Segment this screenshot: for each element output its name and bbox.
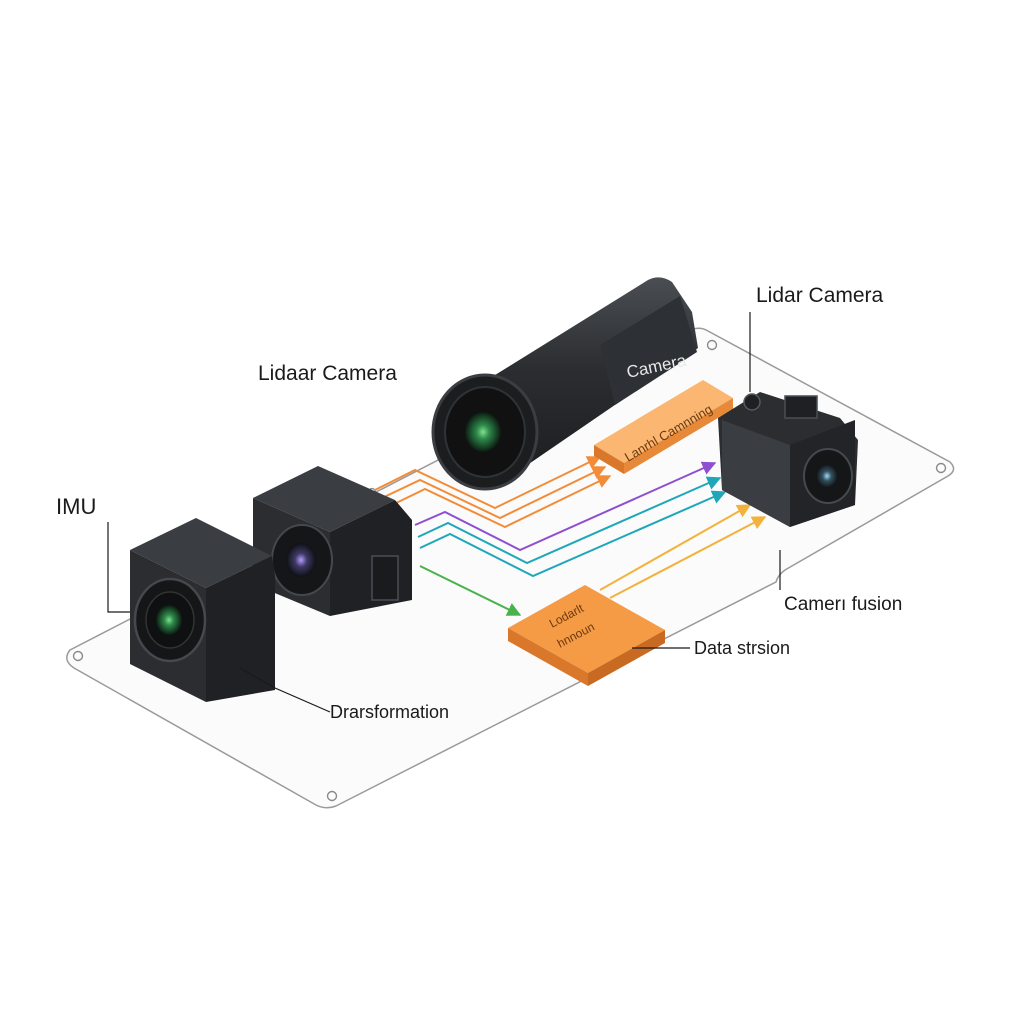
data-fusion-label: Data strsion xyxy=(694,638,790,658)
lens-icon xyxy=(816,464,838,488)
mounting-hole-icon xyxy=(935,462,947,474)
signal-line-teal-2 xyxy=(419,490,727,578)
lidar-camera-right-label: Lidar Camera xyxy=(756,284,884,307)
mounting-hole-icon xyxy=(72,650,84,662)
camera-fusion-label: Camerı fusion xyxy=(784,594,902,615)
processing-chip-bottom: Lodarlt hnnoun xyxy=(508,585,665,686)
signal-lines xyxy=(374,456,767,616)
imu-cube-camera xyxy=(130,518,275,702)
imu-label: IMU xyxy=(56,494,96,519)
right-camera xyxy=(718,392,858,527)
callout-lines xyxy=(107,312,781,713)
lens-icon xyxy=(465,412,501,452)
signal-line-orange-1 xyxy=(374,456,602,510)
mounting-hole-icon xyxy=(706,339,718,351)
cylinder-camera: Camera xyxy=(431,277,698,491)
signal-line-orange-3 xyxy=(389,475,612,529)
signal-line-orange-2 xyxy=(381,466,607,520)
signal-line-teal-1 xyxy=(417,476,722,565)
lens-icon xyxy=(286,543,316,577)
signal-line-green xyxy=(419,565,522,616)
signal-line-yellow-2 xyxy=(609,516,767,599)
mounting-hole-icon xyxy=(326,790,338,802)
lens-icon xyxy=(156,605,182,635)
lidar-camera-left-label: Lidaar Camera xyxy=(258,362,397,385)
transformation-label: Drarsformation xyxy=(330,702,449,722)
signal-line-purple xyxy=(414,461,717,552)
middle-cube-camera xyxy=(253,466,412,616)
signal-line-yellow-1 xyxy=(599,504,752,591)
